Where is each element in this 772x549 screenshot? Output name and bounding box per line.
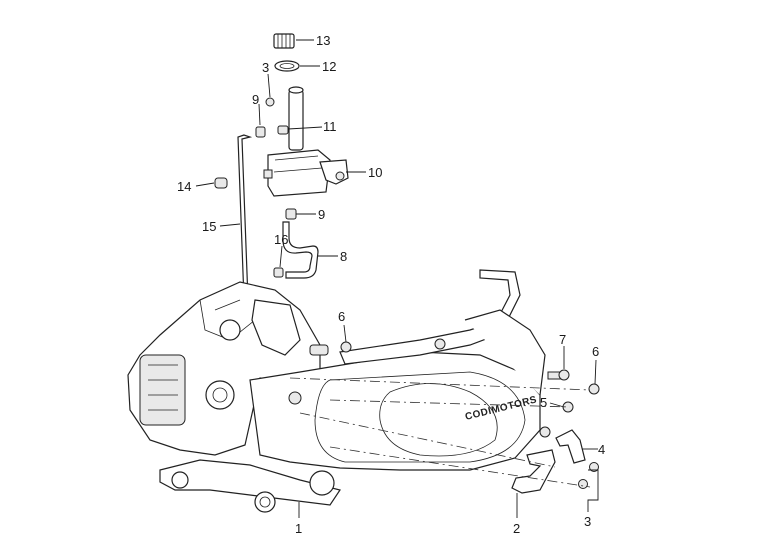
drain-hose — [282, 221, 319, 279]
grommet — [214, 177, 228, 189]
callout-3-bottom: 3 — [584, 514, 591, 529]
hose-clamp-mid — [285, 208, 297, 220]
breather-pipe — [237, 134, 253, 301]
hose-clamp-top — [255, 125, 289, 138]
callout-2: 2 — [513, 521, 520, 536]
callout-4: 4 — [598, 442, 605, 457]
callout-15: 15 — [202, 219, 216, 234]
callout-12: 12 — [322, 59, 336, 74]
callout-8: 8 — [340, 249, 347, 264]
filler-neck — [288, 86, 304, 151]
mount-bolt-7 — [547, 369, 570, 381]
engine-assembly: CODIMOTORS — [127, 269, 551, 513]
mounting-bracket — [319, 159, 349, 185]
callout-1: 1 — [295, 521, 302, 536]
callout-16: 16 — [274, 232, 288, 247]
callout-11: 11 — [323, 119, 337, 134]
callout-3-top: 3 — [262, 60, 269, 75]
bracket-2 — [511, 449, 556, 494]
callout-9-mid: 9 — [318, 207, 325, 222]
small-bolt-top — [265, 97, 275, 107]
callout-5: 5 — [540, 395, 547, 410]
callout-7: 7 — [559, 332, 566, 347]
callout-14: 14 — [177, 179, 191, 194]
seal-ring — [274, 60, 300, 72]
callout-6-mid: 6 — [338, 309, 345, 324]
mount-nut-6 — [588, 383, 600, 395]
callout-10: 10 — [368, 165, 382, 180]
callout-6-right: 6 — [592, 344, 599, 359]
filler-cap — [273, 33, 295, 49]
reservoir-tank — [263, 149, 331, 197]
callout-13: 13 — [316, 33, 330, 48]
hose-clip-small — [273, 267, 284, 278]
nut-3-bottom — [578, 462, 599, 489]
bracket-4 — [555, 429, 586, 464]
callout-9-top: 9 — [252, 92, 259, 107]
